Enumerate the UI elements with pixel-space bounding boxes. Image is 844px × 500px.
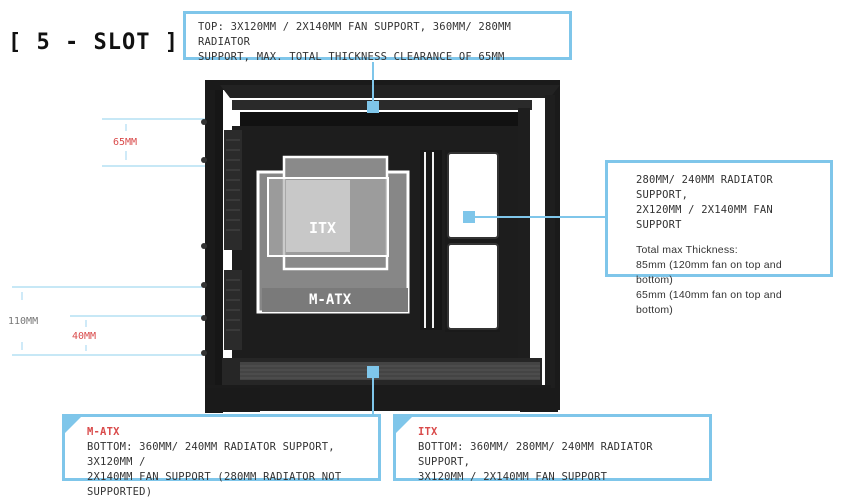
case-top: [220, 85, 560, 98]
measurement-guides: [12, 118, 205, 356]
matx-callout-heading: M-ATX: [87, 426, 120, 438]
matx-callout-line2: 2X140MM FAN SUPPORT (280MM RADIATOR NOT …: [87, 471, 342, 498]
front-callout-sub3: 65mm (140mm fan on top and bottom): [636, 289, 782, 316]
case-foot-left: [205, 388, 260, 412]
matx-bottom-callout: M-ATX BOTTOM: 360MM/ 240MM RADIATOR SUPP…: [62, 414, 381, 498]
bottom-total-label: 110MM: [8, 316, 39, 327]
itx-board-label: ITX: [309, 219, 337, 237]
itx-callout-line1: BOTTOM: 360MM/ 280MM/ 240MM RADIATOR SUP…: [418, 441, 653, 468]
callout-accent: [396, 417, 412, 433]
top-callout-line1: TOP: 3X120MM / 2X140MM FAN SUPPORT, 360M…: [198, 21, 512, 48]
rear-vents: [224, 130, 242, 350]
case-foot-right: [520, 388, 558, 412]
matx-board-label: M-ATX: [309, 292, 352, 308]
front-callout-line1: 280MM/ 240MM RADIATOR SUPPORT,: [636, 174, 773, 201]
front-callout-sub1: Total max Thickness:: [636, 244, 738, 256]
front-callout-sub2: 85mm (120mm fan on top and bottom): [636, 259, 782, 286]
itx-callout-heading: ITX: [418, 426, 438, 438]
callout-connectors: [367, 62, 605, 414]
front-callout-line2: 2X120MM / 2X140MM FAN SUPPORT: [636, 204, 773, 231]
top-clearance-label: 65MM: [113, 137, 138, 148]
bottom-mesh: [240, 362, 540, 380]
top-callout-line2: SUPPORT, MAX. TOTAL THICKNESS CLEARANCE …: [198, 51, 505, 63]
top-support-callout: TOP: 3X120MM / 2X140MM FAN SUPPORT, 360M…: [183, 11, 572, 63]
bottom-clearance-label: 40MM: [72, 331, 97, 342]
measurement-arrows: [21, 124, 127, 351]
matx-callout-line1: BOTTOM: 360MM/ 240MM RADIATOR SUPPORT, 3…: [87, 441, 335, 468]
itx-bottom-callout: ITX BOTTOM: 360MM/ 280MM/ 240MM RADIATOR…: [393, 414, 712, 483]
itx-callout-line2: 3X120MM / 2X140MM FAN SUPPORT: [418, 471, 608, 483]
callout-accent: [65, 417, 81, 433]
front-support-callout: 280MM/ 240MM RADIATOR SUPPORT, 2X120MM /…: [605, 160, 833, 316]
slot-title: [ 5 - SLOT ]: [8, 30, 179, 55]
